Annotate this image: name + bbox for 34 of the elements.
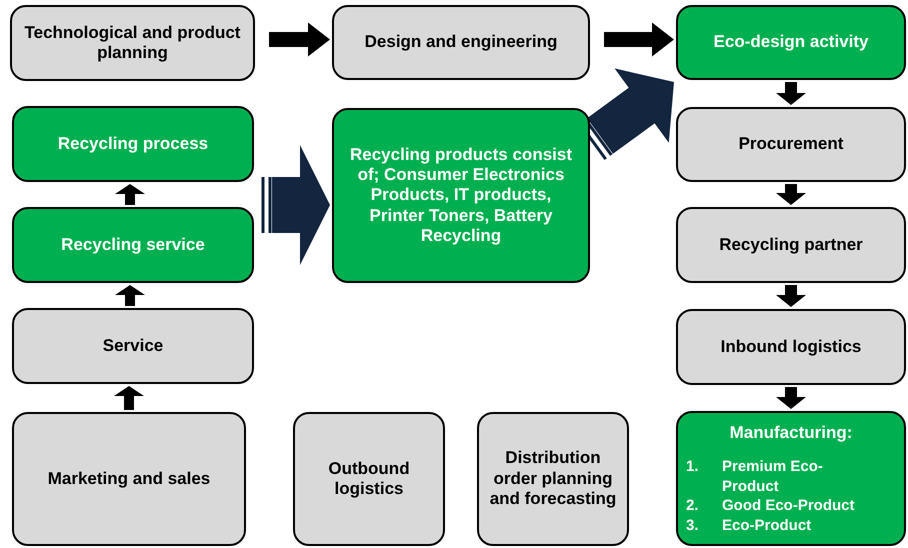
- box-label: Recycling products consist of; Consumer Electronics Products, IT products, Printer Toners, Battery Recycling: [349, 144, 573, 246]
- process-box: [10, 5, 255, 81]
- process-box: [12, 207, 254, 283]
- box-label: Outbound logistics: [327, 458, 411, 500]
- process-box: [293, 412, 445, 546]
- box-label: Eco-design activity: [714, 32, 868, 53]
- box-label: Design and engineering: [364, 32, 558, 53]
- list-item: Eco-Product: [722, 516, 812, 536]
- box-label: Manufacturing:: [730, 423, 852, 444]
- process-box: [676, 207, 906, 283]
- box-label: Service: [102, 336, 164, 356]
- list-number: 3.: [686, 516, 700, 536]
- process-box: [676, 5, 906, 80]
- box-label: Procurement: [738, 134, 844, 155]
- box-label: Recycling process: [58, 134, 208, 154]
- process-box: [332, 108, 590, 283]
- process-box: [676, 107, 906, 182]
- box-label: Recycling service: [61, 234, 205, 256]
- process-box: [12, 412, 246, 546]
- process-box: [12, 106, 254, 182]
- list-number: 1.: [686, 457, 700, 478]
- box-label: Recycling partner: [719, 234, 863, 256]
- process-box: [332, 5, 590, 80]
- box-label: Marketing and sales: [48, 468, 210, 490]
- list-item: Good Eco-Product: [722, 496, 856, 516]
- process-box: [12, 308, 254, 384]
- box-label: Inbound logistics: [720, 336, 862, 358]
- list-item: Premium Eco-Product: [722, 457, 824, 496]
- box-label: Technological and product planning: [24, 22, 242, 64]
- process-box: [676, 411, 906, 546]
- process-box: [676, 309, 906, 385]
- list-number: 2.: [686, 496, 700, 516]
- process-box: [477, 412, 629, 546]
- box-label: Distribution order planning and forecasting: [488, 448, 618, 510]
